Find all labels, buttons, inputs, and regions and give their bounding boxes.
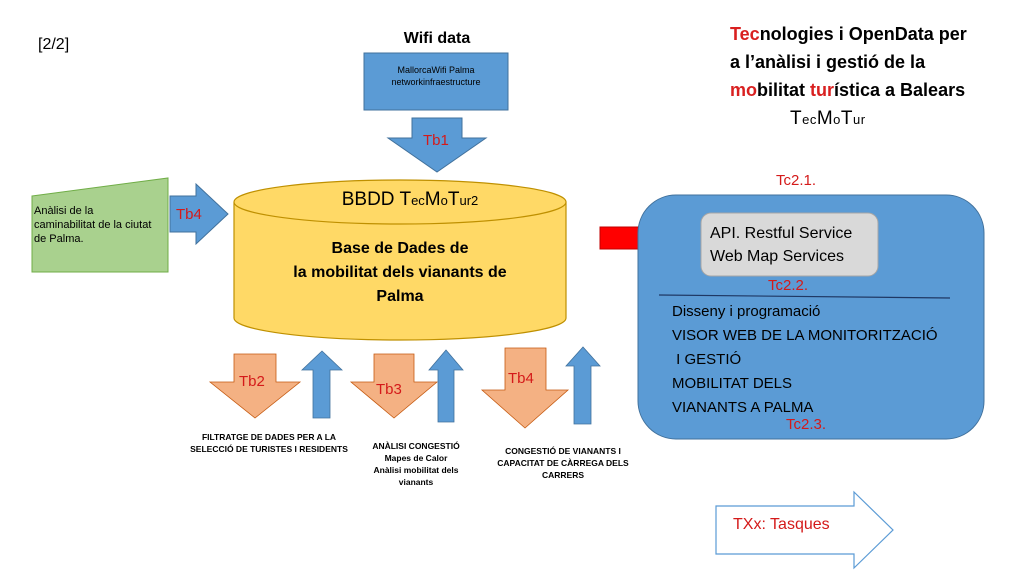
- database-top: [233, 179, 567, 225]
- tb2-caption-line2: SELECCIÓ DE TURISTES I RESIDENTS: [190, 444, 348, 454]
- tb3-up-arrow: [428, 349, 464, 423]
- tb3-arrow: [349, 353, 439, 419]
- visor-line3: I GESTIÓ: [672, 351, 742, 368]
- tb3-caption-line1: ANÀLISI CONGESTIÓ: [372, 441, 460, 451]
- walkability-line3: de Palma.: [34, 233, 84, 245]
- tb2-caption-line1: FILTRATGE DE DADES PER A LA: [201, 432, 337, 442]
- tb4-left-label: Tb4: [176, 206, 202, 223]
- tb4-left-arrow: [169, 182, 229, 246]
- tb3-caption: ANÀLISI CONGESTIÓ Mapes de Calor Anàlisi…: [350, 440, 482, 488]
- tc21-label: Tc2.1.: [776, 172, 817, 189]
- tb4-caption-line1: CONGESTIÓ DE VIANANTS I: [505, 446, 621, 456]
- tb3-caption-line2: Mapes de Calor: [384, 453, 448, 463]
- project-acronym: TecMoTur: [790, 108, 866, 129]
- visor-text: Disseny i programació VISOR WEB DE LA MO…: [672, 300, 972, 420]
- project-title: Tecnologies i OpenData per a l’anàlisi i…: [730, 20, 1010, 104]
- tb4-bottom-arrow: [480, 347, 570, 429]
- project-title-line2: a l’anàlisi i gestió de la: [730, 52, 926, 72]
- divider-line: [658, 294, 951, 299]
- walkability-line2: caminabilitat de la ciutat: [34, 219, 152, 231]
- walkability-line1: Anàlisi de la: [34, 205, 94, 217]
- database-line3: Palma: [376, 288, 424, 305]
- api-line1: API. Restful Service: [710, 225, 853, 242]
- database-line1: Base de Dades de: [331, 240, 469, 257]
- tb4-caption-line3: CARRERS: [541, 470, 585, 480]
- tc23-label: Tc2.3.: [786, 416, 827, 433]
- wifi-box: [363, 52, 509, 111]
- tb2-label: Tb2: [239, 373, 265, 390]
- legend-arrow: [715, 490, 894, 570]
- walkability-box: [31, 177, 169, 273]
- database-title: BBDD TecMoTur2: [341, 189, 479, 210]
- api-line2: Web Map Services: [710, 248, 844, 265]
- visor-line4: MOBILITAT DELS: [672, 375, 793, 392]
- visor-line1: Disseny i programació: [672, 303, 821, 320]
- tb3-caption-line4: vianants: [398, 477, 434, 487]
- api-text: API. Restful Service Web Map Services: [710, 222, 870, 268]
- visor-line2: VISOR WEB DE LA MONITORITZACIÓ: [672, 327, 938, 344]
- tb3-caption-line3: Anàlisi mobilitat dels: [373, 465, 459, 475]
- visor-line5: VIANANTS A PALMA: [672, 399, 814, 416]
- tb1-label: Tb1: [423, 132, 449, 149]
- wifi-box-text: MallorcaWifi Palma networkinfraestructur…: [364, 64, 508, 88]
- tb4-bottom-label: Tb4: [508, 370, 534, 387]
- tb2-up-arrow: [300, 350, 344, 419]
- project-title-line1: Tecnologies i OpenData per: [730, 24, 967, 44]
- slide-number: [2/2]: [38, 36, 70, 53]
- api-box: [700, 212, 879, 277]
- wifi-box-line1: MallorcaWifi Palma: [397, 65, 475, 75]
- tb4-caption: CONGESTIÓ DE VIANANTS I CAPACITAT DE CÀR…: [486, 445, 640, 481]
- tb1-arrow: [386, 117, 488, 173]
- tb3-label: Tb3: [376, 381, 402, 398]
- walkability-text: Anàlisi de la caminabilitat de la ciutat…: [34, 204, 172, 246]
- database-cylinder: [233, 202, 567, 341]
- database-description: Base de Dades de la mobilitat dels viana…: [262, 237, 538, 309]
- legend-label: TXx: Tasques: [733, 516, 830, 533]
- tb4-up-arrow: [565, 346, 601, 425]
- tc22-label: Tc2.2.: [768, 277, 809, 294]
- tb2-arrow: [208, 353, 302, 419]
- project-title-line3: mobilitat turística a Balears: [730, 80, 966, 100]
- tb2-caption: FILTRATGE DE DADES PER A LA SELECCIÓ DE …: [178, 431, 360, 455]
- wifi-box-line2: networkinfraestructure: [391, 77, 481, 87]
- database-line2: la mobilitat dels vianants de: [293, 264, 507, 281]
- tb4-caption-line2: CAPACITAT DE CÀRREGA DELS: [497, 458, 629, 468]
- wifi-title: Wifi data: [403, 30, 471, 47]
